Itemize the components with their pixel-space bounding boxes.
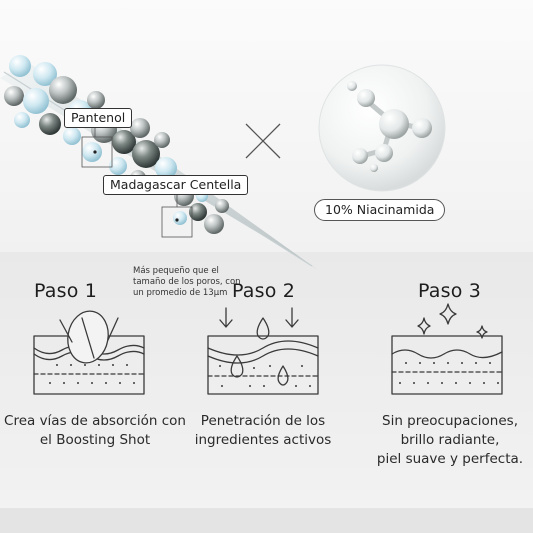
bottom-strip (0, 508, 533, 533)
step1-note: Más pequeño que el tamaño de los poros, … (133, 266, 241, 298)
step3-caption: Sin preocupaciones, brillo radiante, pie… (370, 412, 530, 469)
step2-title: Paso 2 (232, 280, 296, 302)
steps-panel (0, 252, 533, 508)
caption-line: brillo radiante, (400, 432, 500, 448)
caption-line: ingredientes activos (194, 432, 332, 448)
caption-line: piel suave y perfecta. (376, 451, 524, 467)
down-arrow-icon (219, 307, 299, 328)
molecule-icon (318, 64, 446, 192)
step2-skin-diagram (207, 335, 319, 395)
droplet-icon (230, 317, 289, 386)
step1-caption: Crea vías de absorción con el Boosting S… (0, 412, 190, 450)
step3-skin-diagram (391, 335, 503, 395)
step2-caption: Penetración de los ingredientes activos (188, 412, 338, 450)
caption-line: Penetración de los (200, 413, 326, 429)
centella-label: Madagascar Centella (103, 175, 249, 195)
callout-dot (175, 218, 179, 222)
sparkle-icon (417, 303, 488, 339)
skin-dots (49, 362, 499, 387)
niacinamide-label: 10% Niacinamida (314, 199, 446, 221)
caption-line: Crea vías de absorción con (4, 413, 186, 429)
step1-spicules (59, 310, 119, 364)
callout-dot (93, 150, 97, 154)
step3-title: Paso 3 (418, 280, 482, 302)
caption-line: el Boosting Shot (39, 432, 151, 448)
panthenol-label: Pantenol (64, 108, 133, 128)
step1-title: Paso 1 (34, 280, 98, 302)
ingredient-bubbles (4, 55, 229, 234)
callout-markers (81, 127, 193, 238)
caption-line: Sin preocupaciones, (382, 413, 518, 429)
multiply-cross-icon (245, 123, 281, 159)
